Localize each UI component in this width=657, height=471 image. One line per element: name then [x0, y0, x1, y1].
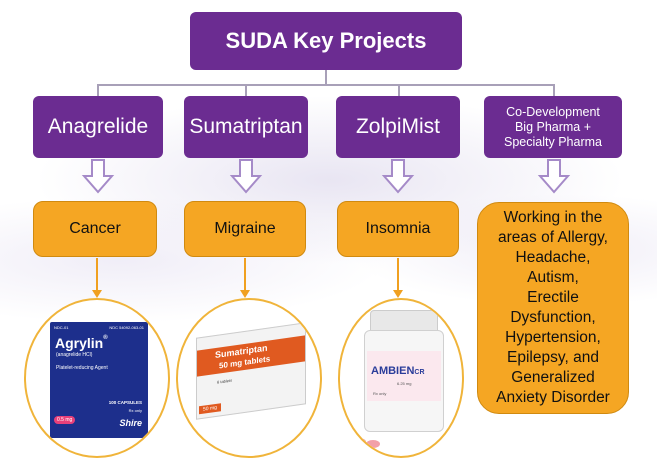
project-co-development: Co-Development Big Pharma + Specialty Ph…: [484, 96, 622, 158]
connector-drop-1: [97, 84, 99, 96]
co-dev-area-line-4: Autism,: [527, 269, 579, 286]
ambien-brand: AMBIENCR: [371, 365, 425, 377]
indication-cancer: Cancer: [33, 201, 157, 257]
agrylin-count: 100 CAPSULES: [108, 400, 142, 405]
pill-icon-1: [352, 438, 366, 446]
ambien-bottle: AMBIENCR 6.25 mg Rx only: [364, 330, 444, 432]
connector-drop-3: [398, 84, 400, 96]
ambien-label: AMBIENCR 6.25 mg Rx only: [367, 351, 441, 401]
sumatriptan-corner: 50 mg: [199, 403, 221, 415]
project-sumatriptan: Sumatriptan: [184, 96, 308, 158]
ambien-cr: CR: [414, 369, 425, 376]
agrylin-maker: Shire: [119, 418, 142, 428]
co-dev-area-line-5: Erectile: [527, 289, 579, 306]
agrylin-brand-text: Agrylin: [55, 335, 104, 351]
ambien-rx: Rx only: [373, 391, 387, 396]
project-anagrelide: Anagrelide: [33, 96, 163, 158]
product-circle-ambien: AMBIENCR 6.25 mg Rx only: [338, 298, 464, 458]
co-dev-area-line-7: Hypertension,: [505, 329, 601, 346]
connector-drop-4: [553, 84, 555, 96]
agrylin-top-left: NDC-01: [54, 325, 69, 330]
connector-vertical-title: [325, 70, 327, 84]
co-dev-area-line-10: Anxiety Disorder: [496, 389, 610, 406]
agrylin-top-right: NDC 54092-063-01: [109, 325, 144, 330]
agrylin-rx: Rx only: [128, 408, 142, 413]
co-dev-area-line-8: Epilepsy, and: [507, 349, 599, 366]
product-circle-agrylin: NDC-01 NDC 54092-063-01 Agrylin® (anagre…: [24, 298, 170, 458]
agrylin-brand: Agrylin®: [55, 335, 108, 351]
co-dev-area-line-9: Generalized: [511, 369, 595, 386]
sumatriptan-count: 6 tablets: [217, 377, 233, 385]
agrylin-generic: (anagrelide HCl): [56, 352, 93, 358]
product-circle-sumatriptan: Sumatriptan 50 mg tablets 6 tablets 50 m…: [176, 298, 322, 458]
co-dev-area-line-6: Dysfunction,: [510, 309, 596, 326]
co-dev-area-line-2: areas of Allergy,: [498, 229, 608, 246]
diagram-title: SUDA Key Projects: [190, 12, 462, 70]
indication-co-development: Working in the areas of Allergy, Headach…: [477, 202, 629, 414]
indication-insomnia: Insomnia: [337, 201, 459, 257]
agrylin-reg: ®: [103, 335, 108, 341]
ambien-brand-text: AMBIEN: [371, 365, 415, 377]
agrylin-dose: 0.5 mg: [54, 416, 76, 424]
ambien-dose: 6.25 mg: [397, 381, 412, 386]
co-dev-line-2: Big Pharma +: [514, 119, 592, 134]
sumatriptan-box: Sumatriptan 50 mg tablets 6 tablets 50 m…: [196, 322, 306, 420]
co-dev-area-line-3: Headache,: [515, 249, 591, 266]
connector-drop-2: [245, 84, 247, 96]
co-dev-area-line-1: Working in the: [503, 209, 603, 226]
agrylin-box: NDC-01 NDC 54092-063-01 Agrylin® (anagre…: [50, 322, 148, 438]
co-dev-line-1: Co-Development: [506, 104, 600, 119]
project-zolpimist: ZolpiMist: [336, 96, 460, 158]
connector-horizontal: [97, 84, 555, 86]
indication-migraine: Migraine: [184, 201, 306, 257]
co-dev-line-3: Specialty Pharma: [504, 134, 602, 149]
pill-icon-2: [366, 440, 380, 448]
agrylin-subtitle: Platelet-reducing Agent: [56, 365, 108, 371]
